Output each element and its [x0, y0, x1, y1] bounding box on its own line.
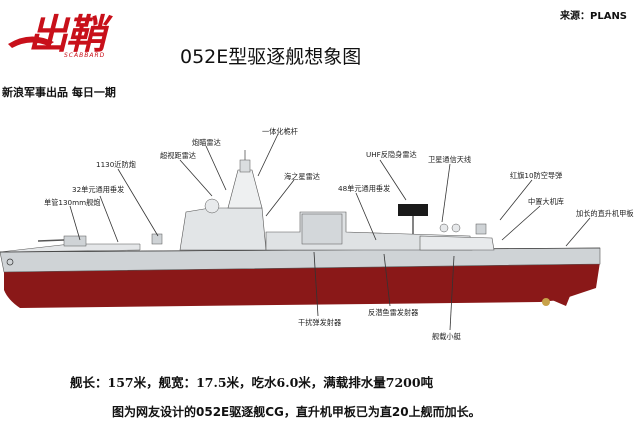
brand-line: 新浪军事出品 每日一期: [2, 86, 116, 99]
label-hangar: 中置大机库: [528, 197, 564, 206]
label-asw: 反潜鱼雷发射器: [368, 308, 419, 317]
label-hq10: 红旗10防空导弹: [510, 171, 563, 180]
logo-swoosh: [8, 36, 54, 48]
hull-red: [4, 262, 600, 308]
main-gun: [63, 235, 87, 247]
label-main-gun: 单管130mm舰炮: [44, 198, 101, 207]
label-uhf: UHF反隐身雷达: [366, 150, 417, 159]
integrated-mast: [227, 169, 263, 209]
label-satcom: 卫星通信天线: [428, 155, 472, 164]
label-radar-fc: 炮瞄雷达: [192, 138, 221, 147]
leader-lines: [69, 133, 591, 331]
page-title: 052E型驱逐舰想象图: [180, 46, 362, 68]
label-vls32: 32单元通用垂发: [72, 185, 125, 194]
specs-text: 舰长：157米，舰宽：17.5米，吃水6.0米，满载排水量7200吨: [70, 375, 434, 390]
radar-dome: [204, 198, 220, 214]
logo: 出鞘: [28, 11, 106, 58]
logo-subtitle: SCABBARD: [64, 52, 106, 59]
superstructure-front: [179, 207, 267, 251]
label-ciws: 1130近防炮: [96, 160, 136, 169]
label-radar-sea: 海之星雷达: [284, 172, 320, 181]
caption-text: 图为网友设计的052E驱逐舰CG，直升机甲板已为直20上舰而加长。: [112, 405, 481, 419]
hangar: [419, 235, 495, 251]
label-decoy: 干扰弹发射器: [298, 318, 342, 327]
ciws: [151, 233, 163, 245]
label-mast: 一体化桅杆: [262, 127, 298, 136]
source-credit: 来源：PLANS: [560, 11, 628, 22]
label-vls48: 48单元通用垂发: [338, 184, 391, 193]
label-boat: 舰载小艇: [432, 332, 461, 341]
label-flightdeck: 加长的直升机甲板: [576, 209, 634, 218]
uhf-radar: [398, 204, 428, 216]
label-radar-sr: 超视距雷达: [160, 151, 196, 160]
